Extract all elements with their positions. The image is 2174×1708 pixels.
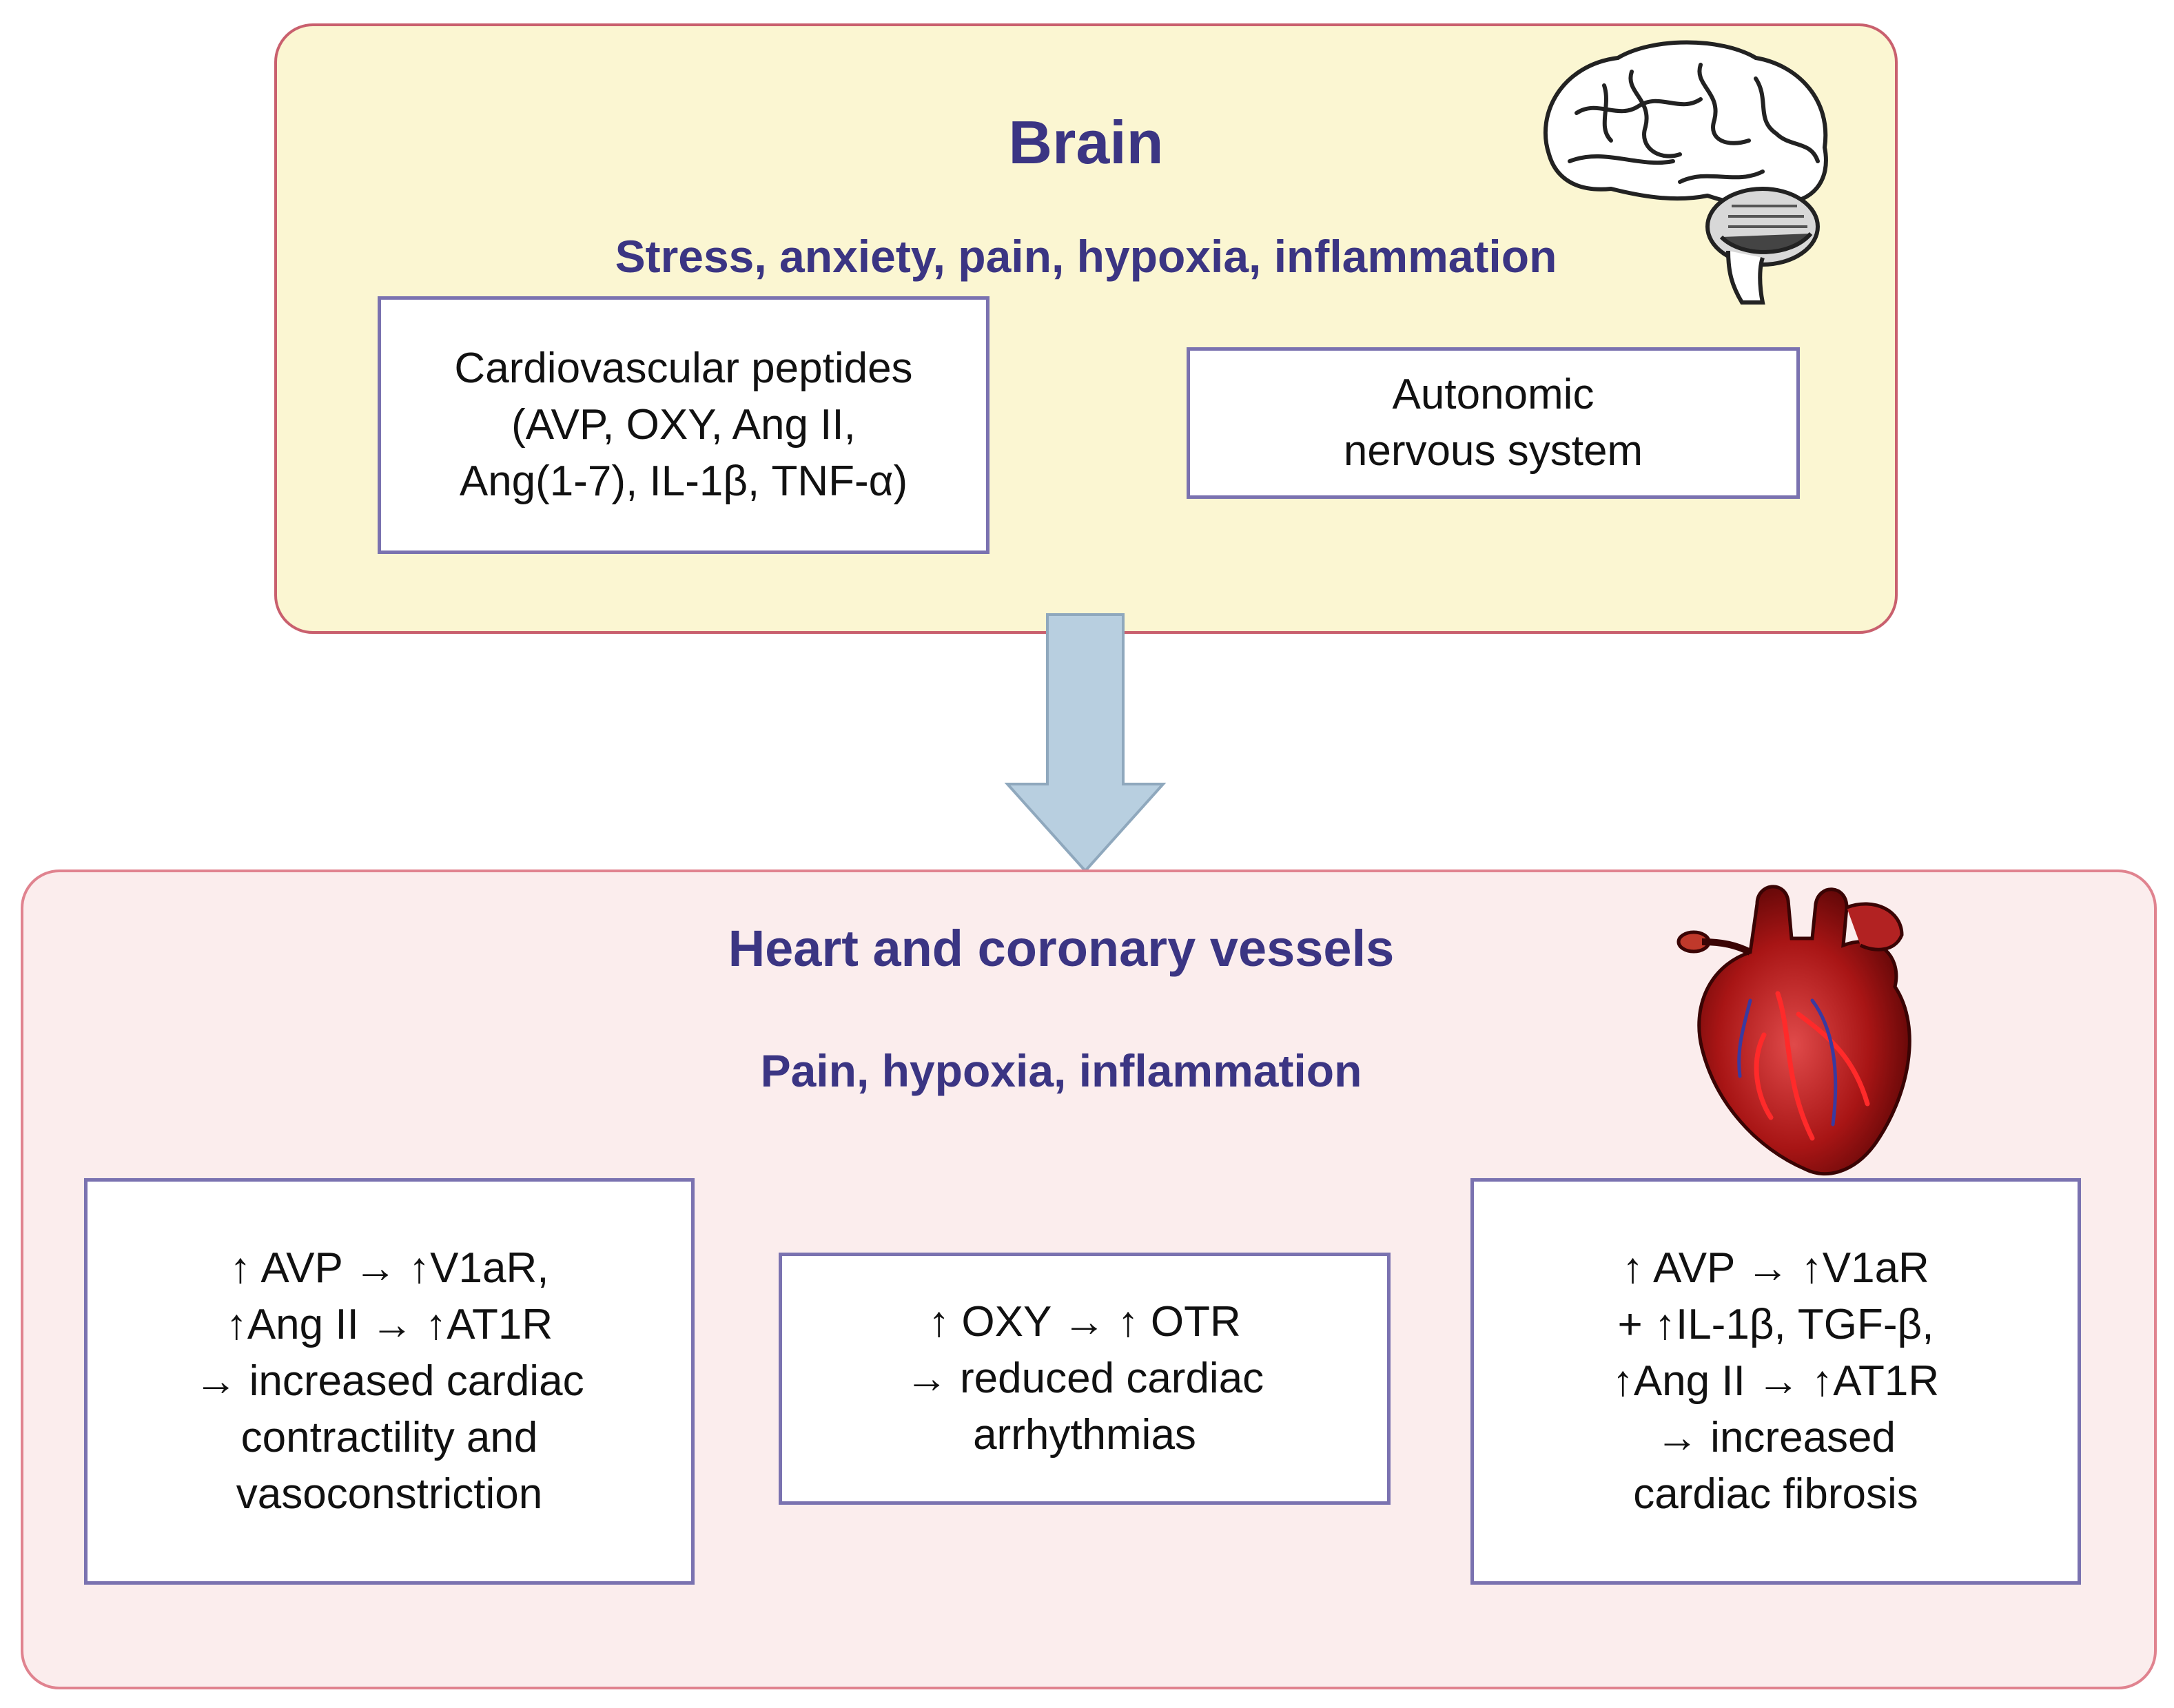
heart-panel: Heart and coronary vessels Pain, hypoxia… xyxy=(21,870,2157,1689)
cardiovascular-peptides-box: Cardiovascular peptides (AVP, OXY, Ang I… xyxy=(378,296,989,554)
heart-title: Heart and coronary vessels xyxy=(728,920,1395,977)
oxytocin-text: ↑ OXY → ↑ OTR → reduced cardiac arrhythm… xyxy=(905,1298,1264,1459)
oxytocin-box: ↑ OXY → ↑ OTR → reduced cardiac arrhythm… xyxy=(779,1253,1391,1505)
contractility-box: ↑ AVP → ↑V1aR, ↑Ang II → ↑AT1R → increas… xyxy=(84,1178,695,1585)
autonomic-nervous-system-text: Autonomic nervous system xyxy=(1343,371,1643,475)
cardiovascular-peptides-text: Cardiovascular peptides (AVP, OXY, Ang I… xyxy=(454,344,913,505)
brain-title: Brain xyxy=(1008,108,1164,176)
heart-icon xyxy=(1676,885,1911,1175)
fibrosis-text: ↑ AVP → ↑V1aR + ↑IL-1β, TGF-β, ↑Ang II →… xyxy=(1612,1244,1940,1518)
down-arrow-icon xyxy=(1004,613,1167,873)
contractility-text: ↑ AVP → ↑V1aR, ↑Ang II → ↑AT1R → increas… xyxy=(194,1244,584,1518)
fibrosis-box: ↑ AVP → ↑V1aR + ↑IL-1β, TGF-β, ↑Ang II →… xyxy=(1470,1178,2081,1585)
autonomic-nervous-system-box: Autonomic nervous system xyxy=(1187,347,1800,499)
brain-panel: Brain Stress, anxiety, pain, hypoxia, in… xyxy=(274,23,1898,634)
heart-subtitle: Pain, hypoxia, inflammation xyxy=(760,1045,1362,1096)
brain-subtitle: Stress, anxiety, pain, hypoxia, inflamma… xyxy=(615,231,1557,282)
brain-icon xyxy=(1544,40,1828,305)
